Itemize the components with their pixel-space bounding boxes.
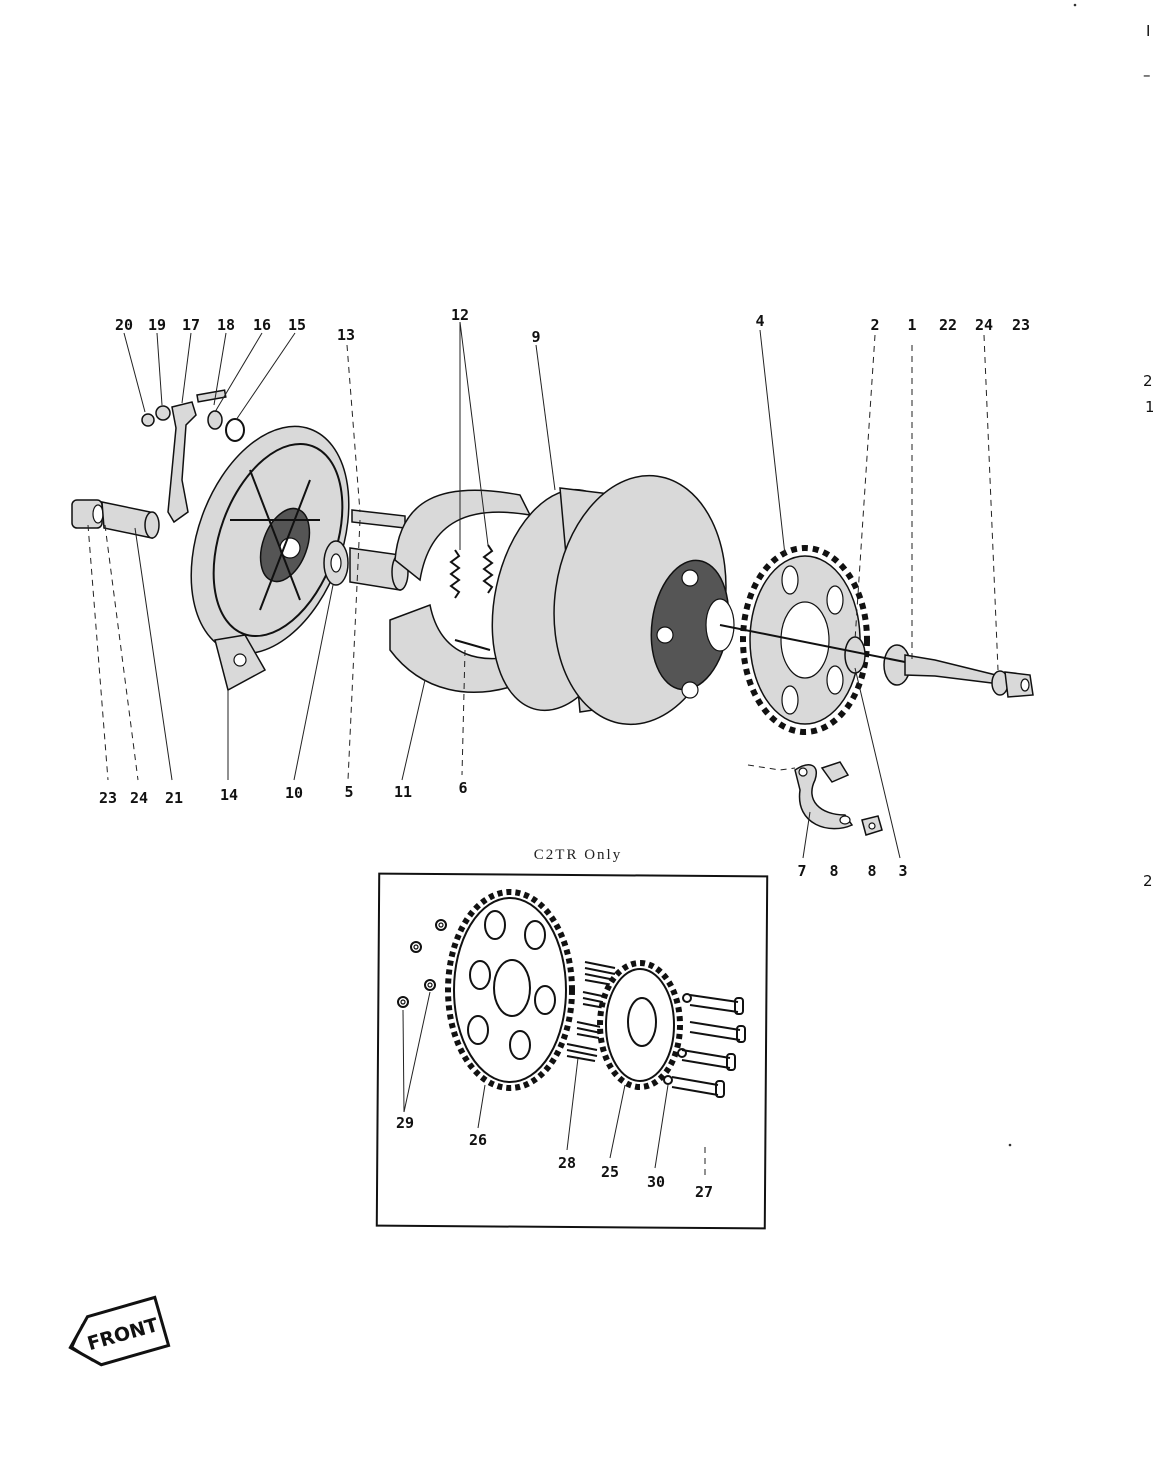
callout-26: 26 bbox=[469, 1131, 487, 1149]
callout-24-bottom: 24 bbox=[130, 789, 148, 807]
edge-mark-3: 2 bbox=[1143, 372, 1153, 390]
callout-22: 22 bbox=[939, 316, 957, 334]
callout-7: 7 bbox=[797, 862, 806, 880]
edge-mark-2: – bbox=[1143, 66, 1151, 84]
inset-leaders bbox=[402, 991, 706, 1175]
callout-23-bottom: 23 bbox=[99, 789, 117, 807]
callout-21: 21 bbox=[165, 789, 183, 807]
edge-mark-4: 1 bbox=[1145, 398, 1153, 416]
drive-sprocket bbox=[740, 545, 870, 735]
callouts-bottom: 23 24 21 14 10 5 11 6 bbox=[99, 779, 468, 807]
front-direction-badge: FRONT bbox=[68, 1295, 171, 1367]
callout-20: 20 bbox=[115, 316, 133, 334]
callout-12: 12 bbox=[451, 306, 469, 324]
callout-19: 19 bbox=[148, 316, 166, 334]
callout-3: 3 bbox=[898, 862, 907, 880]
callout-13: 13 bbox=[337, 326, 355, 344]
leader-lines bbox=[87, 321, 999, 859]
brake-panel bbox=[190, 425, 350, 692]
callout-8-b: 8 bbox=[867, 862, 876, 880]
callout-28: 28 bbox=[558, 1154, 576, 1172]
callouts-sprocket: 7 8 8 3 bbox=[797, 862, 907, 880]
callouts-inset: 29 26 28 25 30 27 bbox=[396, 1114, 713, 1201]
callout-14: 14 bbox=[220, 786, 238, 804]
edge-mark-5: 2 bbox=[1143, 872, 1153, 890]
callouts-top: 20 19 17 18 16 15 13 12 9 4 2 1 22 24 23 bbox=[115, 306, 1030, 346]
chain-adjuster-group bbox=[794, 761, 883, 836]
cam-collar-group bbox=[71, 499, 160, 539]
callout-18: 18 bbox=[217, 316, 235, 334]
callout-8-a: 8 bbox=[829, 862, 838, 880]
callout-1: 1 bbox=[907, 316, 916, 334]
axle-group bbox=[719, 624, 1034, 698]
inset-parts bbox=[397, 889, 746, 1098]
callout-9: 9 bbox=[531, 328, 540, 346]
edge-mark-1: I bbox=[1146, 22, 1151, 40]
callout-17: 17 bbox=[182, 316, 200, 334]
callout-4: 4 bbox=[755, 312, 764, 330]
callout-2: 2 bbox=[870, 316, 879, 334]
inset-frame bbox=[375, 872, 769, 1230]
callout-27: 27 bbox=[695, 1183, 713, 1201]
callout-24: 24 bbox=[975, 316, 993, 334]
callout-29: 29 bbox=[396, 1114, 414, 1132]
callout-30: 30 bbox=[647, 1173, 665, 1191]
callout-15: 15 bbox=[288, 316, 306, 334]
callout-11: 11 bbox=[394, 783, 412, 801]
brake-lever-group bbox=[141, 389, 245, 524]
callout-25: 25 bbox=[601, 1163, 619, 1181]
callout-23: 23 bbox=[1012, 316, 1030, 334]
callout-16: 16 bbox=[253, 316, 271, 334]
inset-title: C2TR Only bbox=[534, 847, 622, 863]
callout-5: 5 bbox=[344, 783, 353, 801]
callout-6: 6 bbox=[458, 779, 467, 797]
callout-10: 10 bbox=[285, 784, 303, 802]
